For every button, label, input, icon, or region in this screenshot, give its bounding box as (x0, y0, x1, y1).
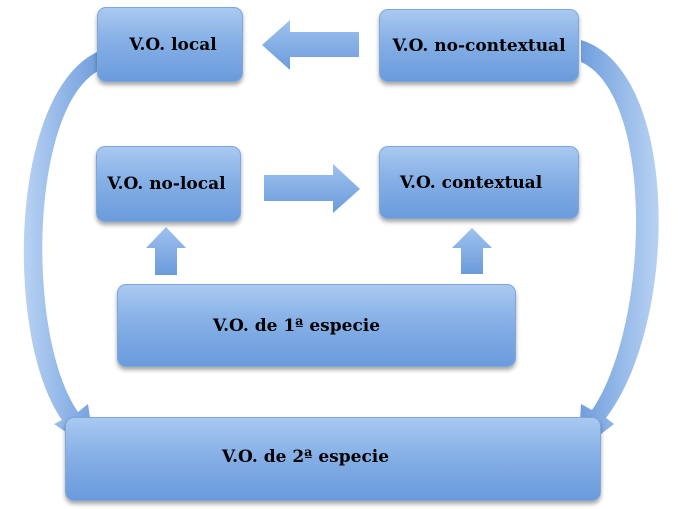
node-vo-segunda-especie-label: V.O. de 2ª especie (221, 447, 390, 467)
node-vo-local-label: V.O. local (129, 34, 217, 55)
arrow-up-right (452, 228, 492, 274)
node-vo-no-local: V.O. no-local (96, 146, 241, 222)
arrow-right-middle (264, 164, 360, 213)
node-vo-no-contextual-label: V.O. no-contextual (392, 35, 566, 56)
arrow-up-left (146, 227, 186, 275)
node-vo-primera-especie: V.O. de 1ª especie (117, 284, 516, 367)
curved-arrow-right (578, 40, 659, 452)
node-vo-no-local-label: V.O. no-local (107, 174, 226, 194)
node-vo-contextual-label: V.O. contextual (399, 172, 543, 193)
arrow-left-top (262, 20, 359, 70)
node-vo-contextual: V.O. contextual (379, 146, 579, 219)
node-vo-local: V.O. local (97, 7, 243, 82)
curved-arrow-left (23, 52, 100, 452)
node-vo-segunda-especie: V.O. de 2ª especie (65, 417, 601, 501)
node-vo-no-contextual: V.O. no-contextual (379, 9, 579, 82)
node-vo-primera-especie-label: V.O. de 1ª especie (212, 315, 381, 336)
